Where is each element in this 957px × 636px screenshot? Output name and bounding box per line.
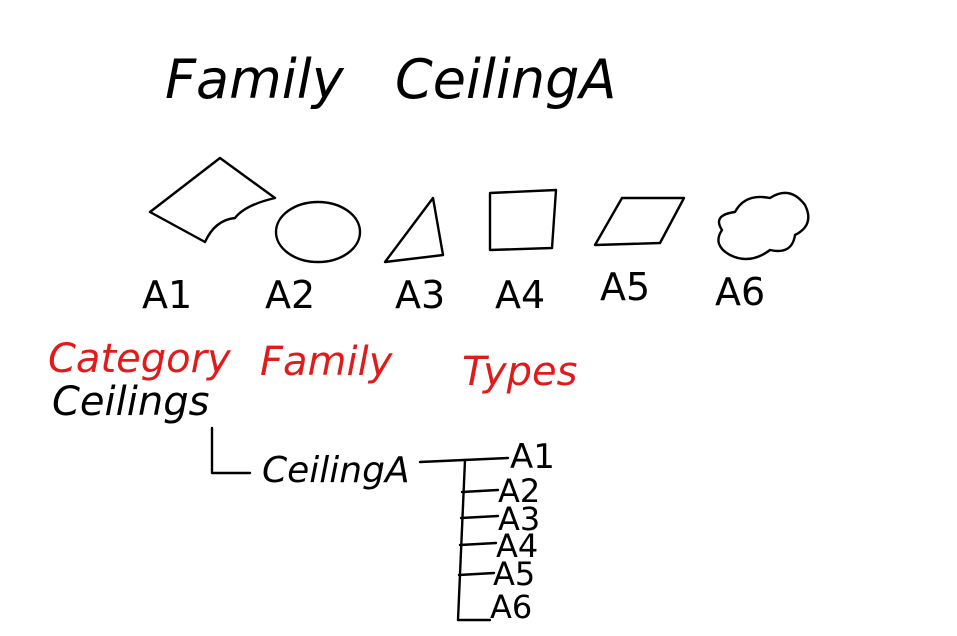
title: Family CeilingA — [165, 48, 616, 111]
title-prefix: Family — [165, 48, 345, 111]
ellipse-icon — [274, 200, 362, 264]
type-branch — [459, 514, 500, 520]
family-ceilinga: CeilingA — [262, 450, 410, 491]
category-to-family-connector — [210, 426, 252, 475]
cloud-icon — [717, 191, 810, 261]
shape-label: A3 — [395, 273, 445, 317]
header-family: Family — [260, 339, 394, 385]
shape-labels: A1 A2 A3 A4 A5 A6 — [142, 265, 765, 317]
type-item: A4 — [496, 527, 538, 565]
type-branch — [460, 488, 500, 494]
parallelogram-icon — [593, 196, 686, 247]
triangle-icon — [383, 196, 445, 264]
shapes-row — [148, 156, 810, 264]
header-types: Types — [462, 349, 577, 395]
square-icon — [488, 188, 558, 252]
shape-label: A5 — [600, 265, 650, 309]
type-item: A5 — [493, 555, 535, 593]
type-item: A6 — [490, 588, 532, 626]
type-branch — [458, 541, 498, 547]
type-item: A2 — [498, 472, 540, 510]
type-item: A1 — [510, 437, 555, 477]
category-ceilings: Ceilings — [52, 379, 209, 425]
title-family-name: CeilingA — [395, 48, 616, 111]
tree-connectors — [210, 426, 510, 622]
type-branch — [457, 571, 496, 577]
types-list: A1 A2 A3 A4 A5 A6 — [490, 437, 555, 626]
type-item: A3 — [498, 500, 540, 538]
shape-label: A6 — [715, 270, 765, 314]
types-trunk-line — [456, 458, 492, 622]
shape-label: A4 — [495, 273, 545, 317]
shape-label: A2 — [265, 273, 315, 317]
header-category: Category — [48, 336, 232, 382]
hierarchy-headers: Category Family Types — [48, 336, 577, 395]
shape-label: A1 — [142, 273, 192, 317]
warped-rhombus-icon — [148, 156, 277, 244]
